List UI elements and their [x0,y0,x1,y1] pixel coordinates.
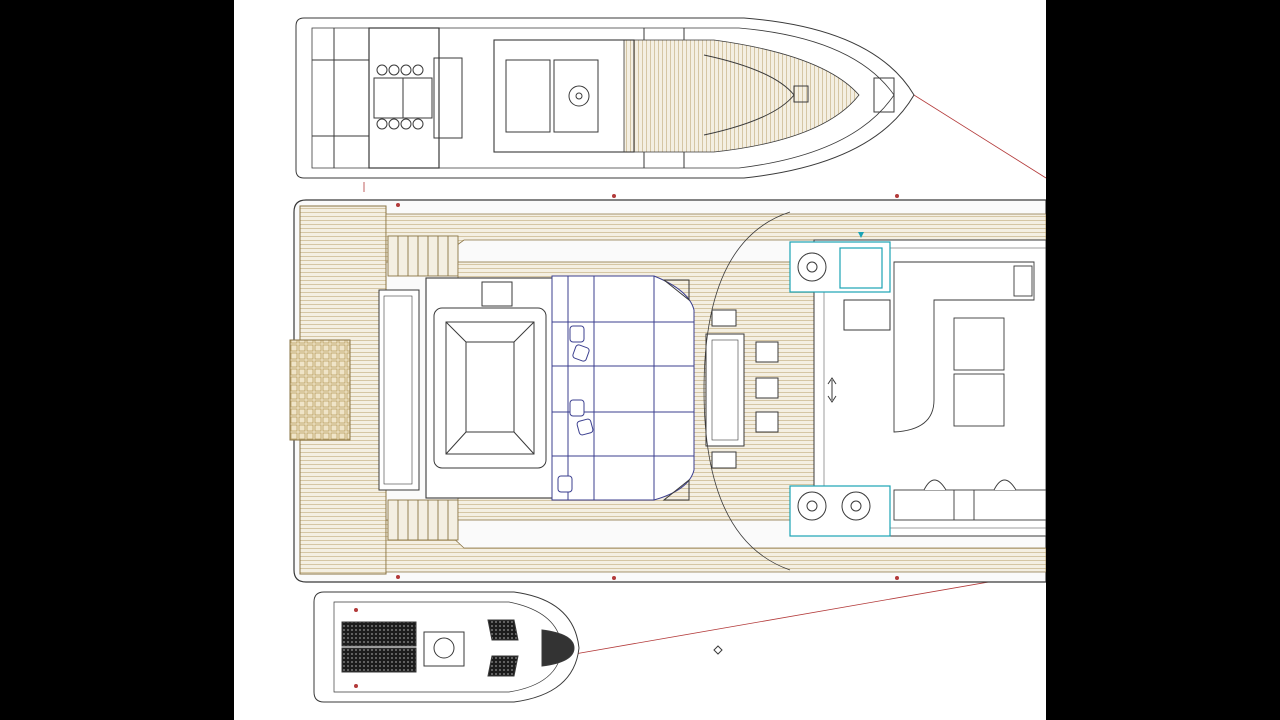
lounge-seating [551,275,695,501]
galley-aft-units [789,241,891,537]
letterbox-left [0,0,234,720]
saloon-aft-sofa [893,479,1046,521]
dining-table [705,309,779,469]
deck-plan-drawing [234,0,1046,720]
deck-plan-svg [289,17,1046,703]
letterbox-right [1046,0,1280,720]
cushion-icon [557,325,594,493]
tender-upper [295,17,915,179]
tender-lower [313,591,580,703]
sunpad [425,277,557,499]
platform-grating [289,339,351,441]
fan-icon [797,252,871,521]
stairs-aft [387,235,459,541]
arrow-icon [827,377,837,403]
hatch-icon [373,77,433,119]
helm-wheel-icon [568,85,590,107]
main-hull [289,194,1046,583]
saloon-sofa [893,261,1035,433]
reference-lines [363,89,1046,656]
marker [713,645,723,655]
